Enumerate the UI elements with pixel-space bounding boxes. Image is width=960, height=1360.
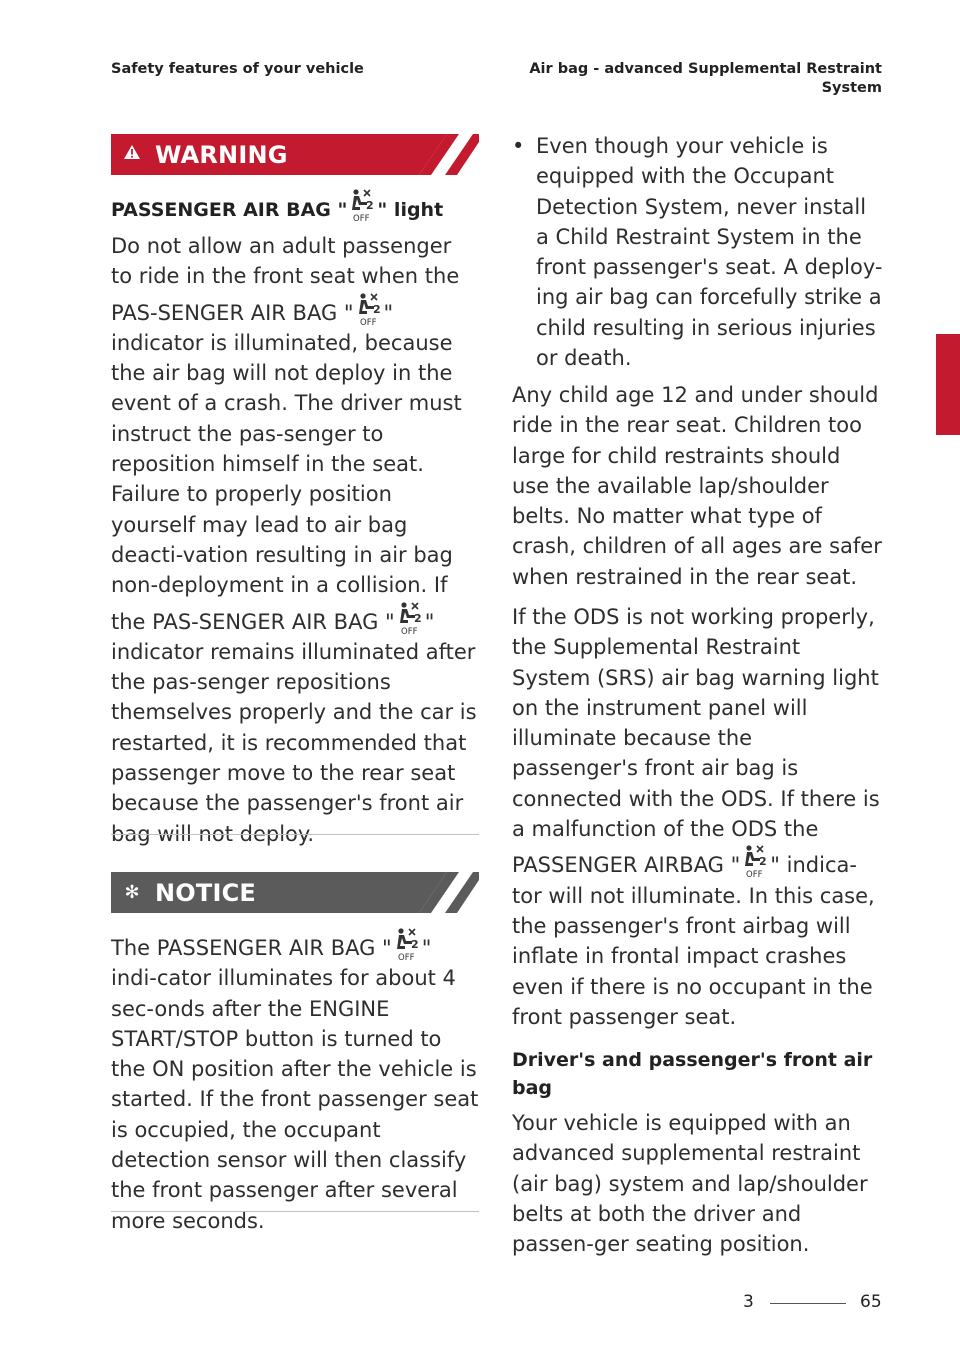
running-header-right: Air bag - advanced Supplemental Restrain… <box>522 60 882 98</box>
warning-subhead-before: PASSENGER AIR BAG " <box>111 199 348 221</box>
section-heading: Driver's and passenger's front air bag <box>512 1049 873 1099</box>
notice-label: NOTICE <box>155 878 256 907</box>
notice-star-icon: ✻ <box>124 882 140 903</box>
ods-text-a: If the ODS is not working properly, the … <box>512 605 880 878</box>
ods-text-b: " indica-tor will not illuminate. In thi… <box>512 853 875 1029</box>
svg-text:OFF: OFF <box>401 627 418 637</box>
child-seat-paragraph: Any child age 12 and under should ride i… <box>512 383 882 589</box>
running-header-left: Safety features of your vehicle <box>111 61 364 77</box>
banner-stripes <box>419 872 479 913</box>
warning-label: WARNING <box>155 140 288 169</box>
notice-divider <box>111 1211 479 1212</box>
footer-page-number: 65 <box>860 1292 882 1312</box>
chapter-tab-number: 3 <box>940 410 955 434</box>
warning-text-a: Do not allow an adult passenger to ride … <box>111 234 460 325</box>
notice-banner: ✻ NOTICE <box>111 872 479 913</box>
footer-divider <box>770 1303 846 1304</box>
warning-subhead-after: " light <box>377 199 444 221</box>
chapter-tab <box>936 334 960 435</box>
svg-text:OFF: OFF <box>398 953 415 963</box>
list-item: • Even though your vehicle is equipped w… <box>512 131 884 373</box>
warning-banner: WARNING <box>111 134 479 175</box>
warning-text-c: " indicator remains illuminated after th… <box>111 609 477 846</box>
svg-text:2: 2 <box>411 938 419 951</box>
svg-text:2: 2 <box>759 855 767 868</box>
notice-text-b: " indi-cator illuminates for about 4 sec… <box>111 936 479 1233</box>
svg-text:OFF: OFF <box>360 318 377 328</box>
ods-paragraph: If the ODS is not working properly, the … <box>512 602 884 1032</box>
banner-stripes <box>419 134 479 175</box>
svg-text:2: 2 <box>366 199 374 212</box>
footer-chapter: 3 <box>743 1292 754 1312</box>
warning-text-b: " indicator is illuminated, because the … <box>111 300 462 634</box>
running-header-right-line2: System <box>821 80 882 96</box>
warning-divider <box>111 834 479 835</box>
front-airbag-paragraph: Your vehicle is equipped with an advance… <box>512 1111 868 1257</box>
svg-text:OFF: OFF <box>746 870 763 880</box>
notice-text-a: The PASSENGER AIR BAG " <box>111 936 392 960</box>
svg-text:2: 2 <box>373 303 381 316</box>
running-header-right-line1: Air bag - advanced Supplemental Restrain… <box>529 61 882 77</box>
bullet-marker: • <box>512 134 525 158</box>
warning-triangle-icon <box>121 144 143 165</box>
bullet-text: Even though your vehicle is equipped wit… <box>536 134 883 371</box>
svg-text:2: 2 <box>414 612 422 625</box>
warning-paragraph: Do not allow an adult passenger to ride … <box>111 231 479 849</box>
svg-text:OFF: OFF <box>353 214 370 224</box>
